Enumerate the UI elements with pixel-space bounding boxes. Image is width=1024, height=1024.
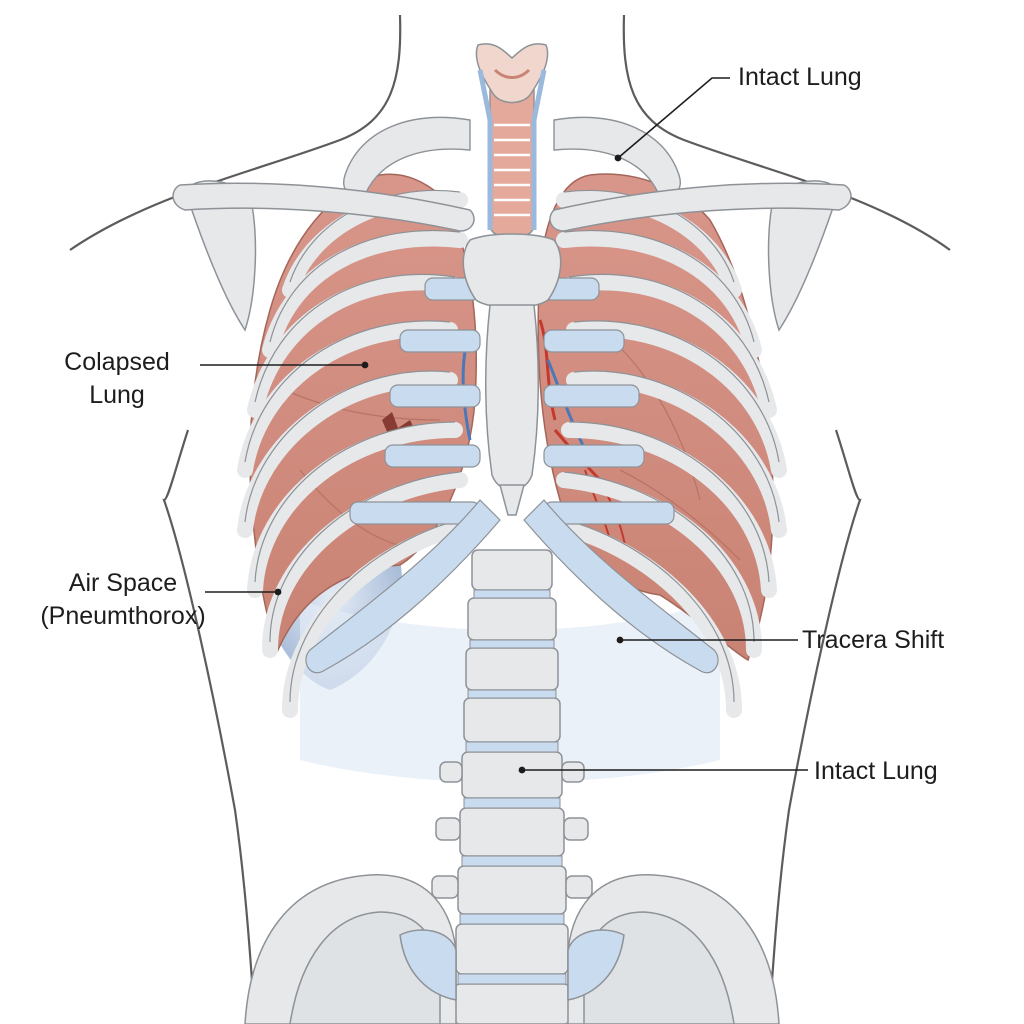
label-intact-lung-bottom: Intact Lung (814, 757, 938, 785)
leader-lines (200, 77, 808, 774)
label-collapsed-lung: Colapsed Lung (62, 346, 172, 412)
torso-right-outline (767, 429, 862, 1024)
pelvis (244, 874, 780, 1024)
label-collapsed-lung-line1: Colapsed (64, 348, 170, 376)
neck-left-outline (69, 14, 402, 251)
costal-cartilage (305, 277, 719, 674)
shoulder-bones (172, 180, 852, 332)
torso-left-outline (162, 429, 257, 1024)
label-collapsed-lung-line2: Lung (89, 381, 145, 409)
label-air-space-line1: Air Space (68, 569, 178, 597)
body-outline (69, 14, 951, 1024)
spine (431, 549, 593, 1024)
label-tracera-shift: Tracera Shift (802, 626, 945, 654)
label-air-space-line2: (Pneumthorox) (40, 602, 206, 630)
neck-right-outline (622, 14, 951, 251)
sternum (462, 233, 562, 516)
leader-intact-lung-top (617, 77, 730, 159)
label-air-space: Air Space (Pneumthorox) (28, 567, 218, 633)
trachea (475, 43, 549, 236)
label-intact-lung-top: Intact Lung (738, 63, 862, 91)
